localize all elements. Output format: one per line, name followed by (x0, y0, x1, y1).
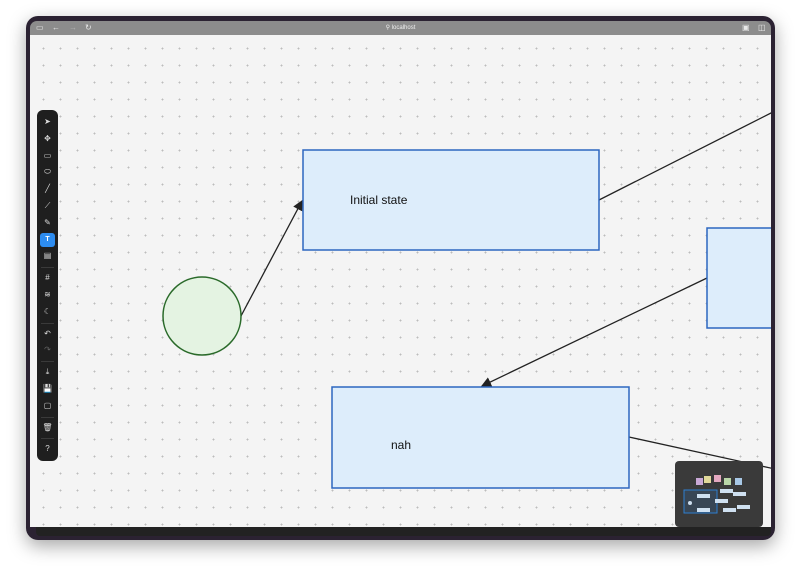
label-nah: nah (391, 438, 412, 452)
minimap[interactable] (675, 461, 763, 527)
diagram-svg (162, 111, 771, 489)
select-icon: ➤ (44, 117, 51, 126)
tool-rectangle-button[interactable]: ▭ (40, 149, 55, 163)
browser-window: ▭ ← → ↻ ⚲ localhost ▣ ◫ Initial state na… (26, 16, 775, 540)
tool-pan-button[interactable]: ✥ (40, 132, 55, 146)
tool-pencil-button[interactable]: ✎ (40, 216, 55, 230)
note-icon: ▤ (43, 251, 52, 261)
label-initial-state: Initial state (350, 193, 408, 207)
toolbar-divider (41, 322, 54, 324)
tool-save-button[interactable]: 💾 (40, 382, 55, 396)
tool-palette: ➤ ✥ ▭ ⬭ ╱ ⟋ ✎ T ▤ # ≋ ☾ ↶ ↷ ⤓ 💾 ▢ 🗑? (37, 110, 58, 461)
rect-initial-state[interactable] (302, 149, 600, 251)
pencil-icon: ✎ (44, 217, 51, 227)
help-icon: ? (45, 444, 50, 454)
tool-redo-button[interactable]: ↷ (40, 343, 55, 357)
tool-dark-mode-button[interactable]: ☾ (40, 305, 55, 319)
toolbar-divider (41, 416, 54, 418)
edge-initial-to-right[interactable] (598, 111, 771, 201)
redo-icon: ↷ (44, 345, 51, 355)
tool-ellipse-button[interactable]: ⬭ (40, 165, 55, 179)
text-icon: T (45, 235, 50, 243)
grid-icon: # (45, 273, 50, 283)
tool-help-button[interactable]: ? (40, 442, 55, 456)
tabs-icon[interactable]: ◫ (758, 23, 766, 32)
toolbar-divider (41, 361, 54, 363)
tool-layers-button[interactable]: ≋ (40, 288, 55, 302)
rect-nah[interactable] (331, 386, 630, 489)
toolbar-divider (41, 267, 54, 269)
layers-icon: ≋ (44, 290, 51, 299)
tool-export-button[interactable]: ⤓ (40, 365, 55, 379)
tool-text-button[interactable]: T (40, 232, 55, 247)
line-icon: ╱ (45, 184, 50, 194)
tool-grid-button[interactable]: # (40, 271, 55, 285)
rect-right[interactable] (706, 227, 771, 329)
dark-mode-icon: ☾ (43, 306, 52, 316)
link-icon: ⚲ (385, 25, 392, 31)
minimap-svg (683, 475, 750, 514)
url-bar[interactable]: ⚲ localhost (385, 25, 416, 31)
tool-delete-button[interactable]: 🗑 (40, 421, 55, 435)
rectangle-icon: ▭ (43, 150, 52, 160)
open-icon: ▢ (43, 400, 52, 410)
tool-note-button[interactable]: ▤ (40, 249, 55, 263)
status-bar (36, 527, 771, 536)
delete-icon: 🗑 (42, 422, 53, 432)
browser-toolbar: ▭ ← → ↻ ⚲ localhost ▣ ◫ (30, 21, 771, 35)
forward-icon[interactable]: → (69, 23, 77, 32)
circle-start[interactable] (162, 276, 242, 356)
undo-icon: ↶ (44, 328, 51, 338)
diagram-canvas[interactable]: Initial state nah (30, 35, 771, 527)
back-icon[interactable]: ← (52, 23, 60, 32)
pan-icon: ✥ (44, 133, 51, 143)
share-icon[interactable]: ▣ (742, 23, 750, 32)
tool-open-button[interactable]: ▢ (40, 399, 55, 413)
save-icon: 💾 (42, 384, 53, 393)
reload-icon[interactable]: ↻ (85, 23, 92, 32)
tool-line-button[interactable]: ╱ (40, 182, 55, 196)
export-icon: ⤓ (45, 367, 50, 377)
ellipse-icon: ⬭ (44, 167, 51, 177)
edge-circle-to-initial[interactable] (240, 199, 303, 317)
toolbar-divider (41, 438, 54, 440)
edge-right-to-nah[interactable] (480, 277, 708, 387)
tool-connector-button[interactable]: ⟋ (40, 199, 55, 213)
tool-undo-button[interactable]: ↶ (40, 327, 55, 341)
tool-select-button[interactable]: ➤ (40, 115, 55, 129)
connector-icon: ⟋ (44, 201, 51, 210)
sidebar-icon[interactable]: ▭ (36, 23, 44, 32)
